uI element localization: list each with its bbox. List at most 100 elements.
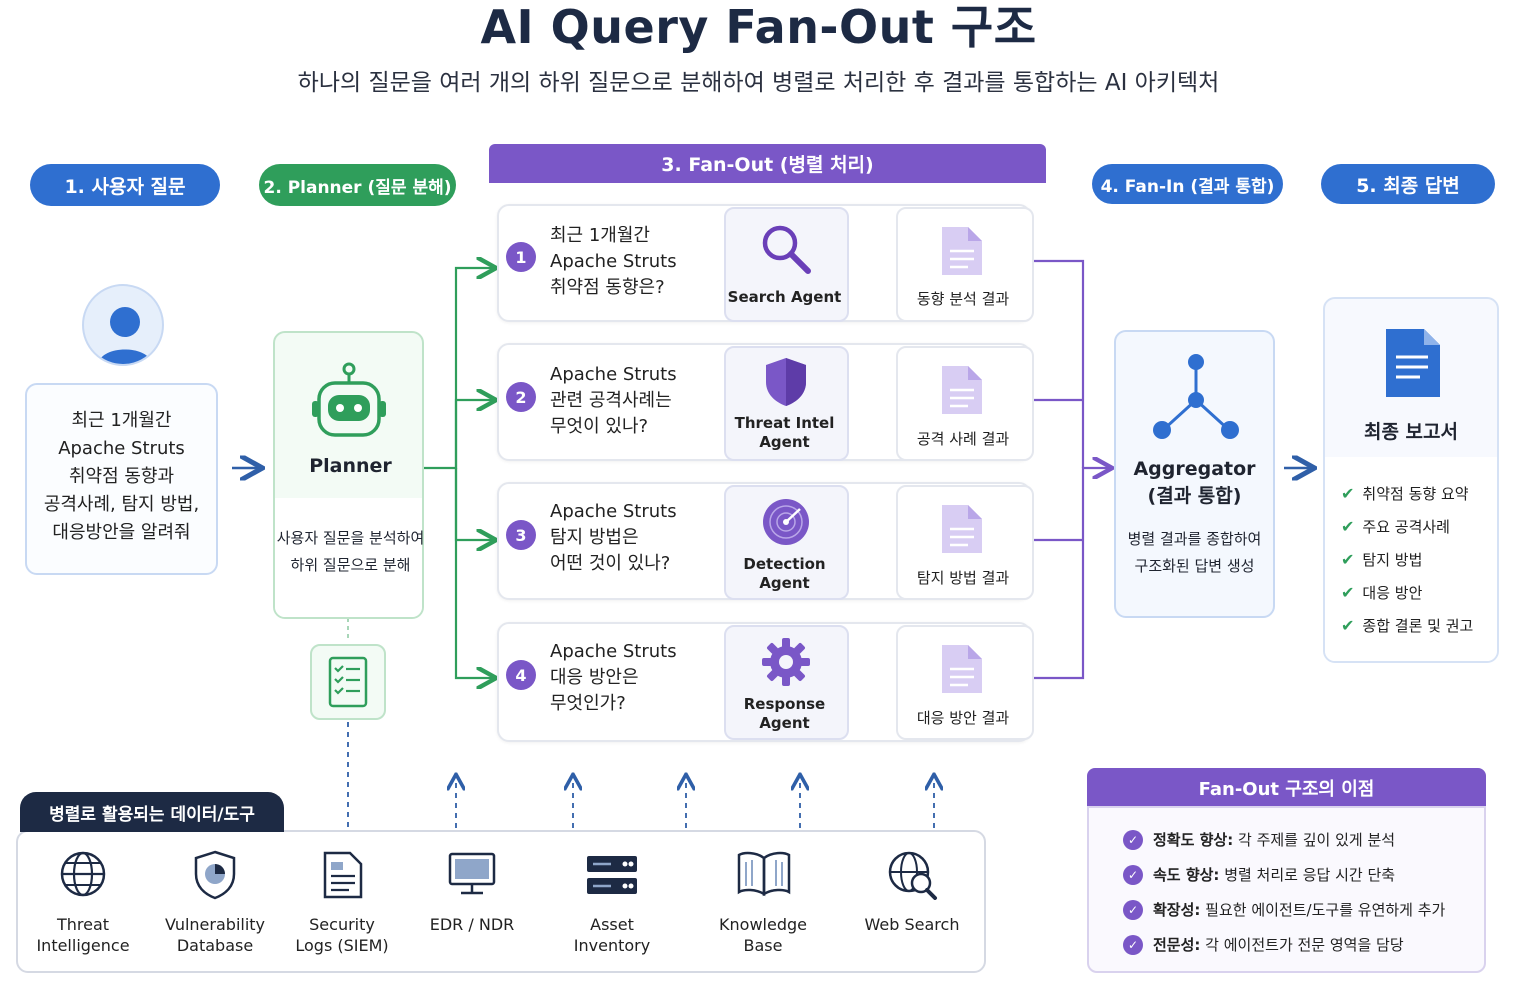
aggregator-title: Aggregator [1133, 458, 1256, 480]
tools-heading: 병렬로 활용되는 데이터/도구 [20, 792, 284, 832]
final-report-card: 최종 보고서 ✔취약점 동향 요약 ✔주요 공격사례 ✔탐지 방법 ✔대응 방안… [1323, 297, 1499, 663]
row-number-badge: 3 [506, 520, 536, 550]
tool-edr-ndr: EDR / NDR [412, 850, 532, 935]
final-item: ✔주요 공격사례 [1341, 517, 1450, 536]
user-question-card: 최근 1개월간 Apache Struts 취약점 동향과 공격사례, 탐지 방… [25, 383, 218, 575]
check-circle-icon: ✓ [1123, 934, 1143, 955]
monitor-icon [447, 850, 532, 902]
benefits-list: ✓정확도 향상: 각 주제를 깊이 있게 분석 ✓속도 향상: 병렬 처리로 응… [1123, 822, 1445, 962]
globe-icon [59, 850, 143, 902]
final-item: ✔탐지 방법 [1341, 550, 1423, 569]
sub-question-line: 어떤 것이 있나? [550, 553, 671, 574]
step-2-pill: 2. Planner (질문 분해) [259, 164, 456, 206]
step-3-bar: 3. Fan-Out (병렬 처리) [489, 144, 1046, 183]
web-search-icon [887, 850, 972, 904]
tools-panel [16, 830, 986, 973]
sub-question-3: Apache Struts 탐지 방법은 어떤 것이 있나? [550, 499, 677, 577]
sub-question-line: 탐지 방법은 [550, 527, 639, 548]
sub-question-line: Apache Struts [550, 364, 677, 385]
planner-desc-line: 하위 질문으로 분해 [290, 556, 411, 574]
sub-question-line: Apache Struts [550, 501, 677, 522]
planner-desc-line: 사용자 질문을 분석하여 [276, 529, 425, 547]
user-question-line: 최근 1개월간 [71, 410, 172, 431]
page-subtitle: 하나의 질문을 여러 개의 하위 질문으로 분해하여 병렬로 처리한 후 결과를… [297, 70, 1220, 96]
book-icon [736, 850, 823, 902]
document-icon [938, 503, 984, 559]
row-number-badge: 1 [506, 242, 536, 272]
server-icon [585, 850, 672, 904]
result-card-3: 탐지 방법 결과 [896, 485, 1034, 600]
sub-question-1: 최근 1개월간 Apache Struts 취약점 동향은? [550, 223, 677, 301]
sub-question-line: 최근 1개월간 [550, 225, 650, 246]
final-items-list: ✔취약점 동향 요약 ✔주요 공격사례 ✔탐지 방법 ✔대응 방안 ✔종합 결론… [1341, 477, 1473, 642]
shield-icon [764, 356, 808, 412]
user-question-line: 대응방안을 알려줘 [52, 522, 191, 543]
step-5-pill: 5. 최종 답변 [1321, 164, 1495, 204]
sub-question-line: 무엇이 있나? [550, 416, 649, 437]
document-icon [938, 643, 984, 699]
sub-question-2: Apache Struts 관련 공격사례는 무엇이 있나? [550, 362, 677, 440]
result-label: 동향 분석 결과 [916, 290, 1010, 308]
check-icon: ✔ [1341, 517, 1355, 536]
sub-question-line: 대응 방안은 [550, 667, 639, 688]
sub-question-line: Apache Struts [550, 641, 677, 662]
aggregator-subtitle: (결과 통합) [1147, 485, 1242, 507]
step-1-pill: 1. 사용자 질문 [30, 164, 220, 206]
step-4-pill: 4. Fan-In (결과 통합) [1092, 164, 1283, 204]
document-icon [938, 225, 984, 281]
checklist-icon [310, 644, 386, 720]
document-icon [938, 364, 984, 420]
shield-icon [193, 850, 275, 904]
final-report-title: 최종 보고서 [1363, 421, 1458, 443]
check-icon: ✔ [1341, 616, 1355, 635]
sub-question-line: Apache Struts [550, 251, 677, 272]
benefits-panel [1087, 806, 1486, 973]
tool-web-search: Web Search [852, 850, 972, 935]
check-icon: ✔ [1341, 484, 1355, 503]
magnifier-icon [758, 221, 814, 281]
benefit-item: ✓전문성: 각 에이전트가 전문 영역을 담당 [1123, 927, 1445, 962]
radar-icon [761, 497, 811, 551]
agent-label: Search Agent [727, 288, 842, 306]
benefit-item: ✓속도 향상: 병렬 처리로 응답 시간 단축 [1123, 857, 1445, 892]
result-card-1: 동향 분석 결과 [896, 207, 1034, 322]
final-item: ✔종합 결론 및 권고 [1341, 616, 1474, 635]
result-label: 공격 사례 결과 [916, 430, 1010, 448]
search-agent-card: Search Agent [724, 207, 849, 322]
result-label: 대응 방안 결과 [916, 709, 1010, 727]
check-icon: ✔ [1341, 583, 1355, 602]
aggregator-desc-line: 병렬 결과를 종합하여 [1127, 530, 1262, 548]
user-question-line: 취약점 동향과 [68, 466, 175, 487]
benefit-item: ✓정확도 향상: 각 주제를 깊이 있게 분석 [1123, 822, 1445, 857]
report-document-icon [1382, 327, 1442, 403]
result-label: 탐지 방법 결과 [916, 569, 1010, 587]
planner-card: Planner 사용자 질문을 분석하여 하위 질문으로 분해 [273, 331, 424, 619]
final-item: ✔취약점 동향 요약 [1341, 484, 1469, 503]
sub-question-line: 관련 공격사례는 [550, 390, 672, 411]
result-card-4: 대응 방안 결과 [896, 625, 1034, 740]
row-number-badge: 2 [506, 382, 536, 412]
robot-icon [308, 361, 390, 443]
final-item: ✔대응 방안 [1341, 583, 1423, 602]
sub-question-line: 취약점 동향은? [550, 277, 665, 298]
user-avatar-icon [82, 284, 164, 366]
page-title: AI Query Fan-Out 구조 [480, 0, 1037, 54]
log-document-icon [322, 850, 402, 904]
gear-icon [761, 637, 811, 691]
aggregator-desc-line: 구조화된 답변 생성 [1134, 557, 1255, 575]
network-hub-icon [1150, 350, 1242, 446]
check-circle-icon: ✓ [1123, 899, 1143, 920]
sub-question-line: 무엇인가? [550, 693, 626, 714]
benefits-heading: Fan-Out 구조의 이점 [1087, 768, 1486, 807]
